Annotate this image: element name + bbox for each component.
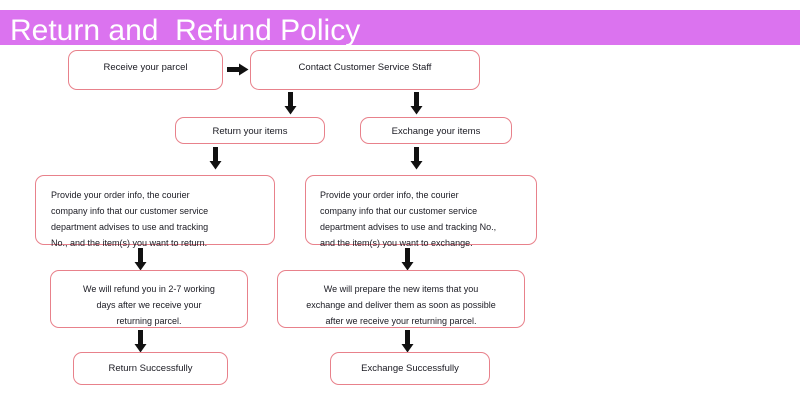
node-exchange-successfully[interactable]: Exchange Successfully <box>330 352 490 385</box>
arrow-prepare-to-success-icon <box>401 330 414 353</box>
arrow-contact-to-exchange-icon <box>410 92 423 115</box>
arrow-refund-to-success-icon <box>134 330 147 353</box>
node-return-successfully[interactable]: Return Successfully <box>73 352 228 385</box>
node-return-order-info[interactable]: Provide your order info, the courier com… <box>35 175 275 248</box>
node-refund-notice[interactable]: We will refund you in 2-7 working days a… <box>50 270 248 328</box>
arrow-return-info-to-refund-icon <box>134 248 147 271</box>
header-band: Return and Refund Policy <box>0 10 800 47</box>
node-prepare-notice[interactable]: We will prepare the new items that you e… <box>277 270 525 328</box>
arrow-exchange-info-to-prepare-icon <box>401 248 414 271</box>
arrow-return-items-to-info-icon <box>209 147 222 170</box>
node-contact-customer-service-staff-label: Contact Customer Service Staff <box>298 62 432 73</box>
node-receive-parcel-label: Receive your parcel <box>103 62 188 73</box>
node-exchange-order-info[interactable]: Provide your order info, the courier com… <box>305 175 537 248</box>
node-exchange-your-items-label: Exchange your items <box>391 126 481 137</box>
node-refund-notice-label: We will refund you in 2-7 working days a… <box>83 284 215 326</box>
node-return-order-info-label: Provide your order info, the courier com… <box>51 190 209 248</box>
node-return-successfully-label: Return Successfully <box>108 363 193 374</box>
node-prepare-notice-label: We will prepare the new items that you e… <box>306 284 496 326</box>
page-title: Return and Refund Policy <box>10 14 361 47</box>
arrow-exchange-items-to-info-icon <box>410 147 423 170</box>
node-exchange-successfully-label: Exchange Successfully <box>361 363 459 374</box>
node-return-your-items[interactable]: Return your items <box>175 117 325 144</box>
arrow-receive-to-contact-icon <box>227 63 249 76</box>
arrow-contact-to-return-icon <box>284 92 297 115</box>
node-exchange-your-items[interactable]: Exchange your items <box>360 117 512 144</box>
node-return-your-items-label: Return your items <box>212 126 288 137</box>
node-contact-customer-service-staff[interactable]: Contact Customer Service Staff <box>250 50 480 90</box>
node-exchange-order-info-label: Provide your order info, the courier com… <box>320 190 497 248</box>
node-receive-parcel[interactable]: Receive your parcel <box>68 50 223 90</box>
flowchart-canvas: Receive your parcel Contact Customer Ser… <box>0 45 800 400</box>
